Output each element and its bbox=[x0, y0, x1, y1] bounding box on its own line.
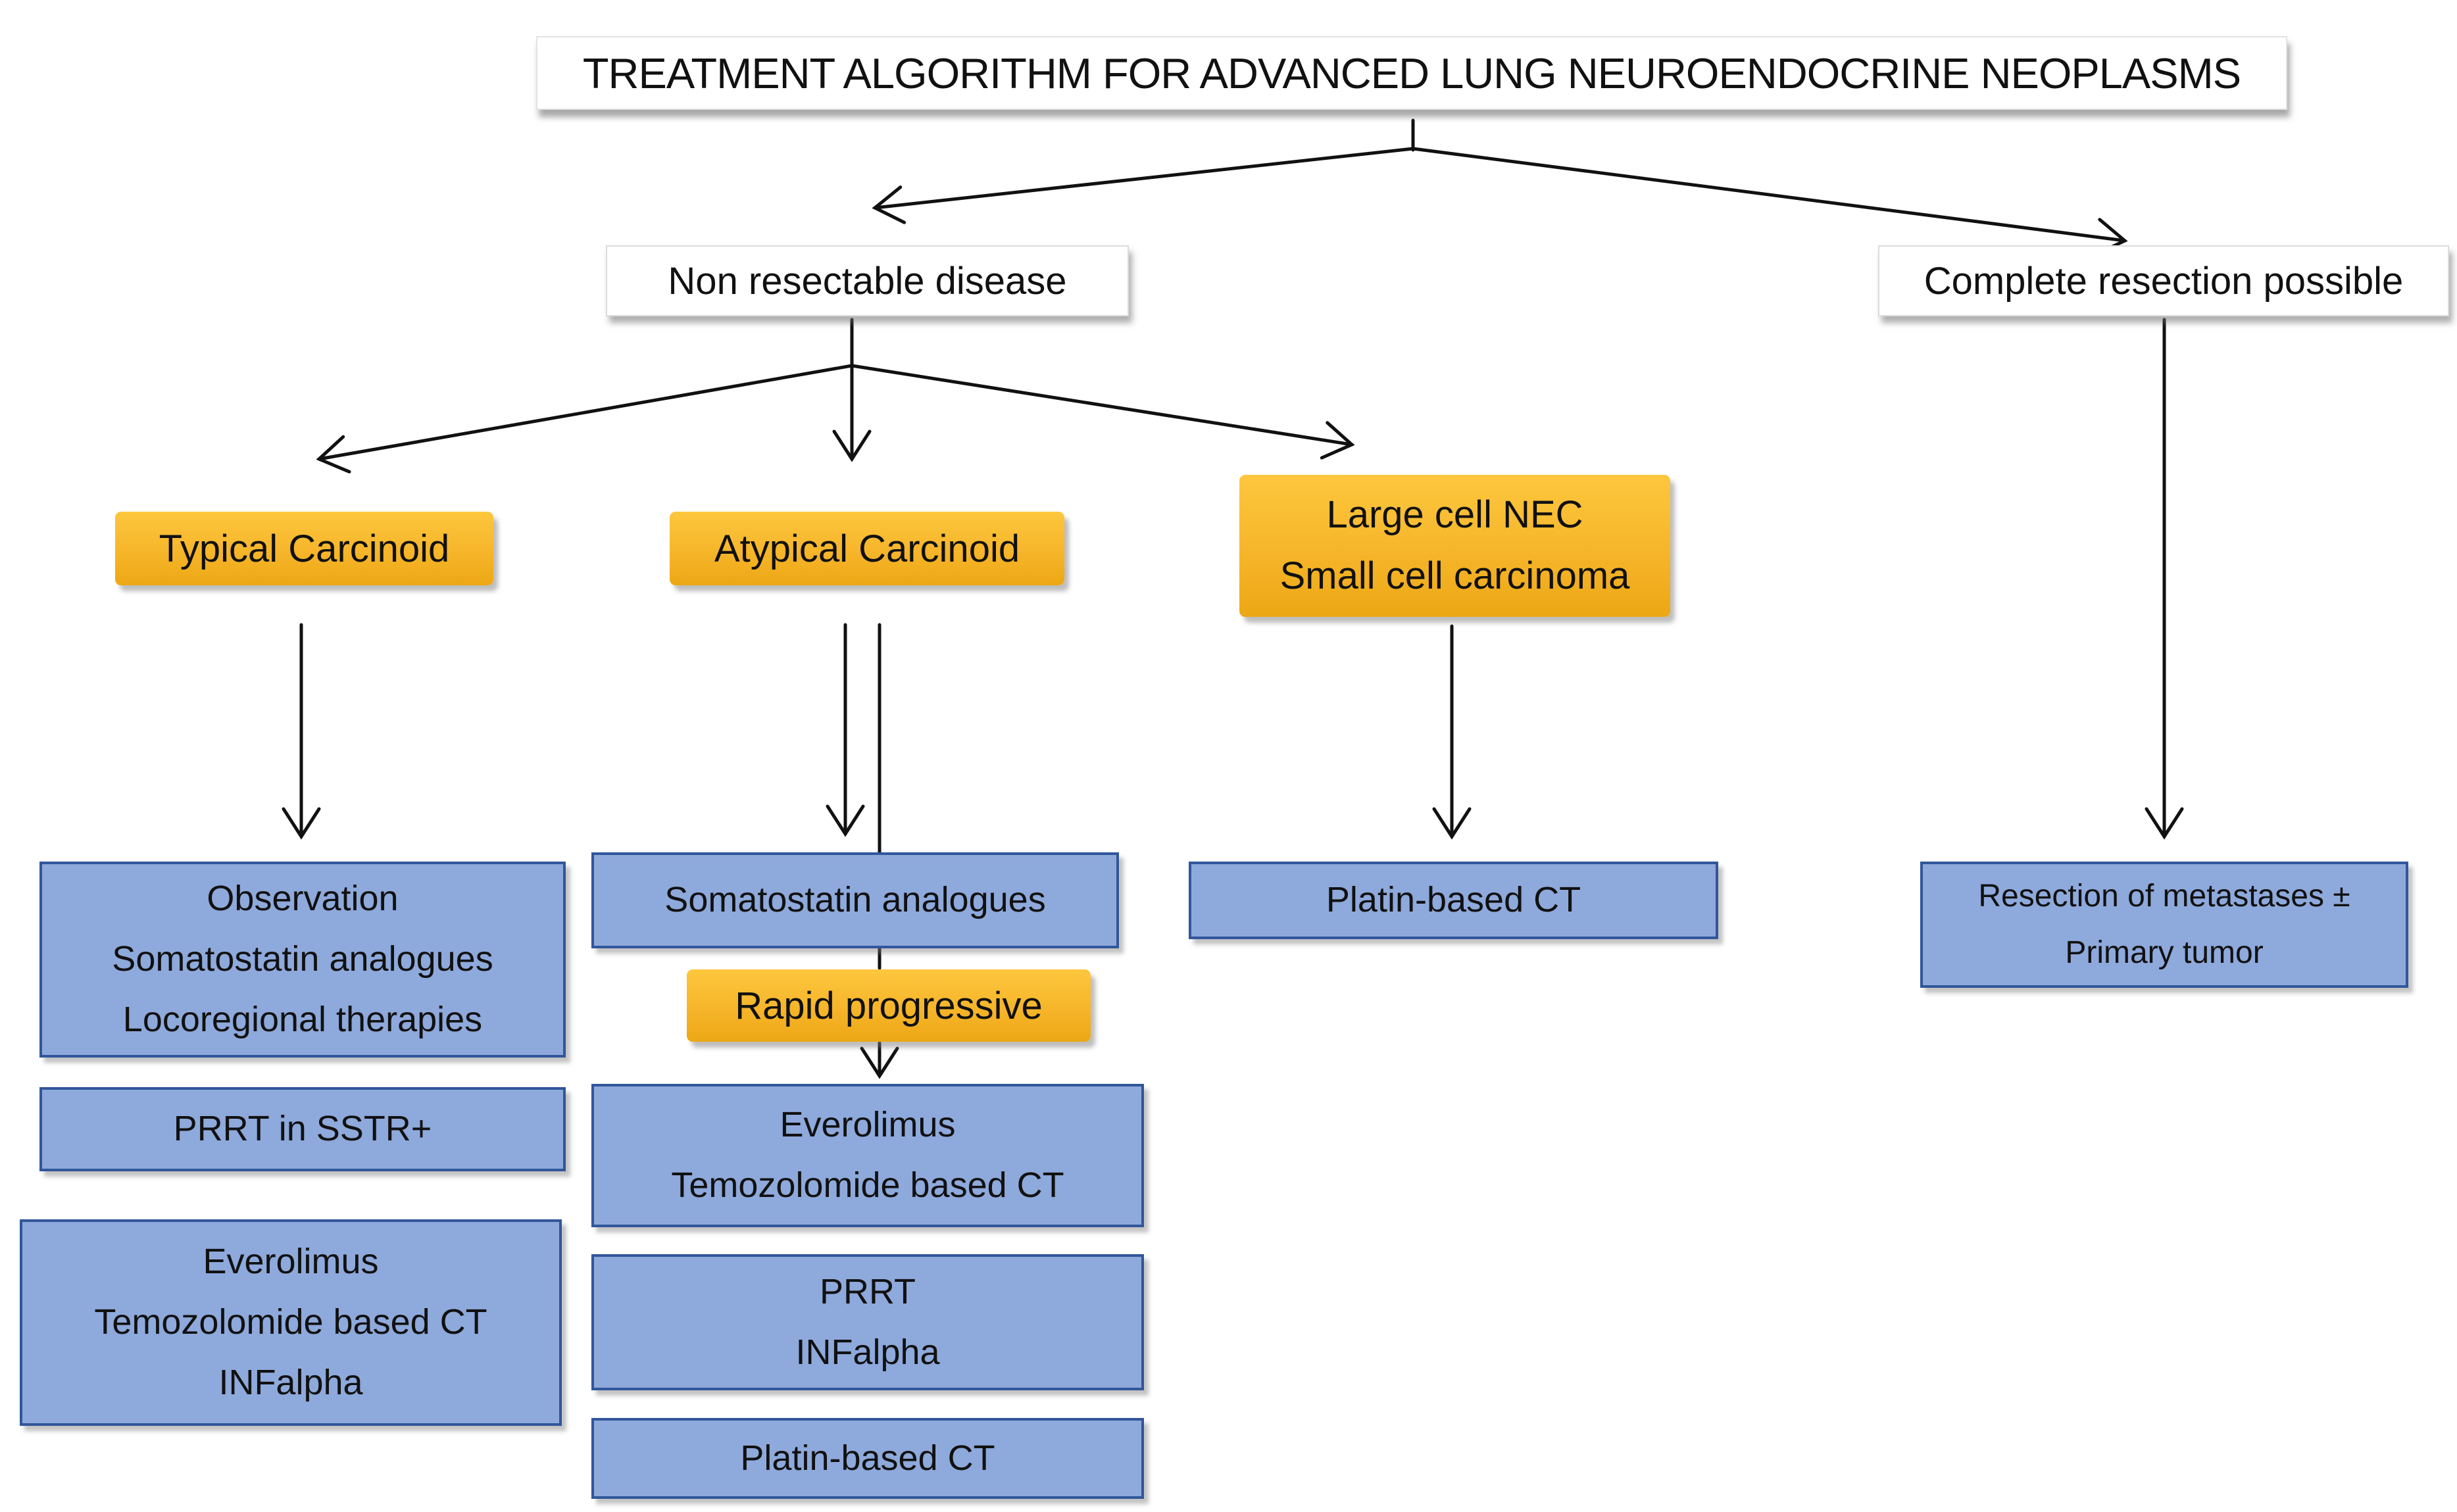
treatment-atypical-third-line: PRRT INFalpha bbox=[591, 1254, 1144, 1390]
treatment-line: Observation bbox=[207, 879, 399, 919]
treatment-line: Locoregional therapies bbox=[122, 999, 483, 1039]
arrow-title-to-resection-icon bbox=[1411, 147, 2128, 256]
treatment-prrt-sstr: PRRT in SSTR+ bbox=[39, 1087, 566, 1171]
arrow-split-to-typical-icon bbox=[316, 364, 854, 474]
arrow-title-to-nonresectable-icon bbox=[872, 147, 1415, 224]
treatment-line: Everolimus bbox=[780, 1105, 956, 1145]
branch-non-resectable: Non resectable disease bbox=[606, 245, 1129, 316]
treatment-typical-third-line: Everolimus Temozolomide based CT INFalph… bbox=[20, 1219, 562, 1426]
treatment-line: Somatostatin analogues bbox=[112, 939, 493, 979]
condition-rapid-progressive: Rapid progressive bbox=[687, 969, 1091, 1042]
treatment-line: INFalpha bbox=[218, 1362, 363, 1402]
category-atypical-carcinoid: Atypical Carcinoid bbox=[670, 512, 1064, 585]
treatment-line: Resection of metastases ± bbox=[1978, 878, 2350, 914]
treatment-line: Primary tumor bbox=[2065, 935, 2264, 970]
category-large-cell-line: Large cell NEC bbox=[1326, 493, 1583, 537]
treatment-typical-first-line: Observation Somatostatin analogues Locor… bbox=[39, 862, 566, 1058]
treatment-atypical-second-line: Everolimus Temozolomide based CT bbox=[591, 1084, 1144, 1227]
treatment-platin-largecell: Platin-based CT bbox=[1189, 862, 1718, 939]
category-small-cell-line: Small cell carcinoma bbox=[1279, 554, 1630, 597]
treatment-line: Temozolomide based CT bbox=[94, 1302, 487, 1342]
category-typical-carcinoid: Typical Carcinoid bbox=[115, 512, 493, 585]
treatment-line: Temozolomide based CT bbox=[671, 1165, 1064, 1205]
arrow-split-to-largecell-icon bbox=[850, 364, 1355, 460]
treatment-resection-metastases: Resection of metastases ± Primary tumor bbox=[1920, 862, 2408, 988]
page-title: TREATMENT ALGORITHM FOR ADVANCED LUNG NE… bbox=[536, 36, 2287, 110]
treatment-somatostatin-analogues: Somatostatin analogues bbox=[591, 852, 1119, 948]
treatment-line: Everolimus bbox=[203, 1242, 379, 1282]
branch-complete-resection: Complete resection possible bbox=[1878, 245, 2449, 316]
category-large-small-cell: Large cell NEC Small cell carcinoma bbox=[1239, 475, 1670, 617]
treatment-platin-atypical: Platin-based CT bbox=[591, 1418, 1144, 1499]
treatment-line: PRRT bbox=[819, 1271, 916, 1311]
treatment-line: INFalpha bbox=[795, 1332, 940, 1372]
